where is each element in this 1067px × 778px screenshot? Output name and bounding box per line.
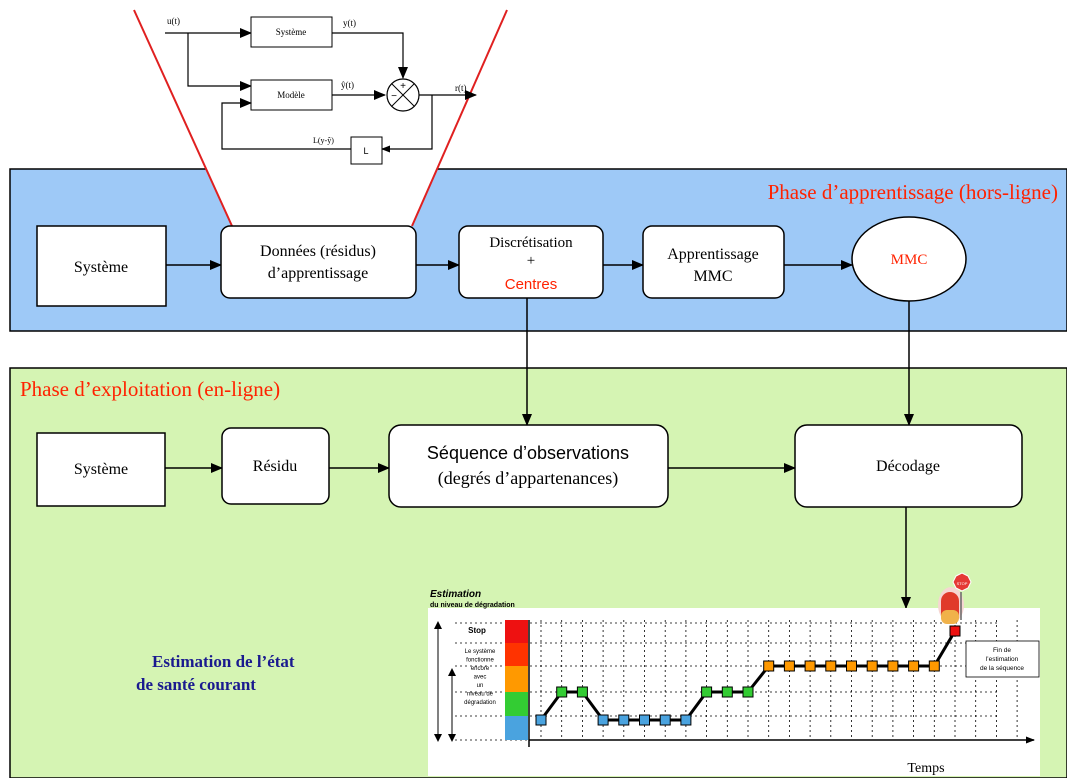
inset-modele-label: Modèle <box>277 90 305 100</box>
gain-expression-label: L(y-ŷ) <box>313 136 334 145</box>
chart-stop-label: Stop <box>468 626 486 635</box>
discretisation-box <box>458 225 604 299</box>
chart-data-point <box>846 660 857 672</box>
svg-text:STOP: STOP <box>957 581 968 586</box>
chart-data-point <box>825 660 837 672</box>
exploitation-phase-title: Phase d’exploitation (en-ligne) <box>20 377 280 401</box>
chart-annotation-box <box>965 640 1040 678</box>
gain-block <box>350 136 383 165</box>
chart-data-point <box>928 660 940 672</box>
chart-ylabel-line: dégradation <box>464 700 496 706</box>
chart-title: Estimation <box>430 589 481 600</box>
sequence-observations-box <box>388 424 669 508</box>
gain-label: L <box>363 146 368 156</box>
chart-data-point <box>597 714 609 726</box>
chart-annotation-line: Fin de <box>993 647 1011 654</box>
donnees-label-line2: d’apprentissage <box>268 265 368 282</box>
decodage-label: Décodage <box>876 458 940 475</box>
centres-label: Centres <box>505 276 558 293</box>
chart-level-bar <box>505 666 528 692</box>
output-yhat-label: ŷ(t) <box>341 80 354 90</box>
chart-data-point <box>556 686 568 698</box>
chart-level-bar <box>505 692 528 716</box>
residual-generator-inset: u(t) Système Modèle y(t) ŷ(t) + − r(t) L… <box>165 16 477 165</box>
chart-annotation: Fin de l’estimation de la séquence <box>980 647 1024 672</box>
learning-systeme-label: Système <box>74 259 128 276</box>
zoom-funnel-left-edge <box>133 9 233 227</box>
decodage-box <box>794 424 1023 508</box>
chart-data-point <box>949 625 961 637</box>
chart-data-point <box>804 660 816 672</box>
chart-subtitle: du niveau de dégradation <box>430 602 515 609</box>
chart-ylabel-line: avec <box>474 675 487 681</box>
chart-data-point <box>721 686 733 698</box>
input-u-label: u(t) <box>167 16 180 26</box>
inset-systeme-block <box>250 16 333 48</box>
chart-data-point <box>866 660 878 672</box>
chart-series-points <box>535 625 961 726</box>
chart-data-point <box>639 714 650 726</box>
junction-plus-sign: + <box>400 81 406 92</box>
chart-x-label: Temps <box>907 761 944 776</box>
output-y-label: y(t) <box>343 18 356 28</box>
apprentissage-label-line2: MMC <box>693 268 732 285</box>
junction-minus-sign: − <box>391 91 397 102</box>
zoom-funnel-right-edge <box>411 9 508 227</box>
apprentissage-label-line1: Apprentissage <box>667 246 759 263</box>
sequence-label-line1: Séquence d’observations <box>427 443 629 463</box>
discretisation-label-plus: + <box>527 253 535 269</box>
inset-systeme-label: Système <box>276 27 307 37</box>
chart-data-point <box>887 660 899 672</box>
donnees-apprentissage-box <box>220 225 417 299</box>
zoom-funnel <box>134 10 507 226</box>
chart-data-point <box>680 714 692 726</box>
discretisation-label-line1: Discrétisation <box>489 235 573 251</box>
chart-data-point <box>742 686 754 698</box>
degradation-chart: Estimation du niveau de dégradation Stop… <box>428 572 1040 776</box>
residual-r-label: r(t) <box>455 83 467 93</box>
donnees-label-line1: Données (résidus) <box>260 243 376 260</box>
chart-data-point <box>763 660 775 672</box>
exploitation-systeme-box <box>36 432 166 507</box>
exploitation-systeme-label: Système <box>74 461 128 478</box>
sequence-label-line2: (degrés d’appartenances) <box>438 468 618 489</box>
chart-data-point <box>576 686 588 698</box>
chart-data-point <box>535 714 547 726</box>
chart-ylabel-line: encore <box>471 666 490 672</box>
apprentissage-mmc-box <box>642 225 785 299</box>
learning-systeme-box <box>36 225 167 307</box>
stop-sign-icon: STOP <box>938 572 972 624</box>
residu-label: Résidu <box>253 458 297 475</box>
chart-annotation-line: l’estimation <box>986 656 1019 663</box>
chart-annotation-line: de la séquence <box>980 665 1024 672</box>
chart-level-bar <box>505 716 528 740</box>
chart-ylabel-line: fonctionne <box>466 658 494 664</box>
residu-box <box>221 427 330 505</box>
chart-data-point <box>618 714 630 726</box>
health-estimation-line2: de santé courant <box>136 675 256 694</box>
chart-data-point <box>659 714 671 726</box>
chart-level-bar <box>505 643 528 666</box>
chart-level-bar <box>505 620 528 643</box>
chart-data-point <box>908 660 920 672</box>
chart-ylabel: Le système fonctionne encore avec un niveau d… <box>464 649 496 706</box>
chart-ylabel-line: niveau de <box>467 692 494 698</box>
chart-data-point <box>701 686 713 698</box>
chart-data-point <box>783 660 795 672</box>
health-estimation-line1: Estimation de l’état <box>152 652 295 671</box>
chart-ylabel-line: Le système <box>465 649 496 655</box>
learning-phase-title: Phase d’apprentissage (hors-ligne) <box>768 180 1058 204</box>
chart-ylabel-line: un <box>477 683 484 689</box>
chart-level-bars <box>505 620 528 740</box>
mmc-model-label: MMC <box>891 252 928 268</box>
